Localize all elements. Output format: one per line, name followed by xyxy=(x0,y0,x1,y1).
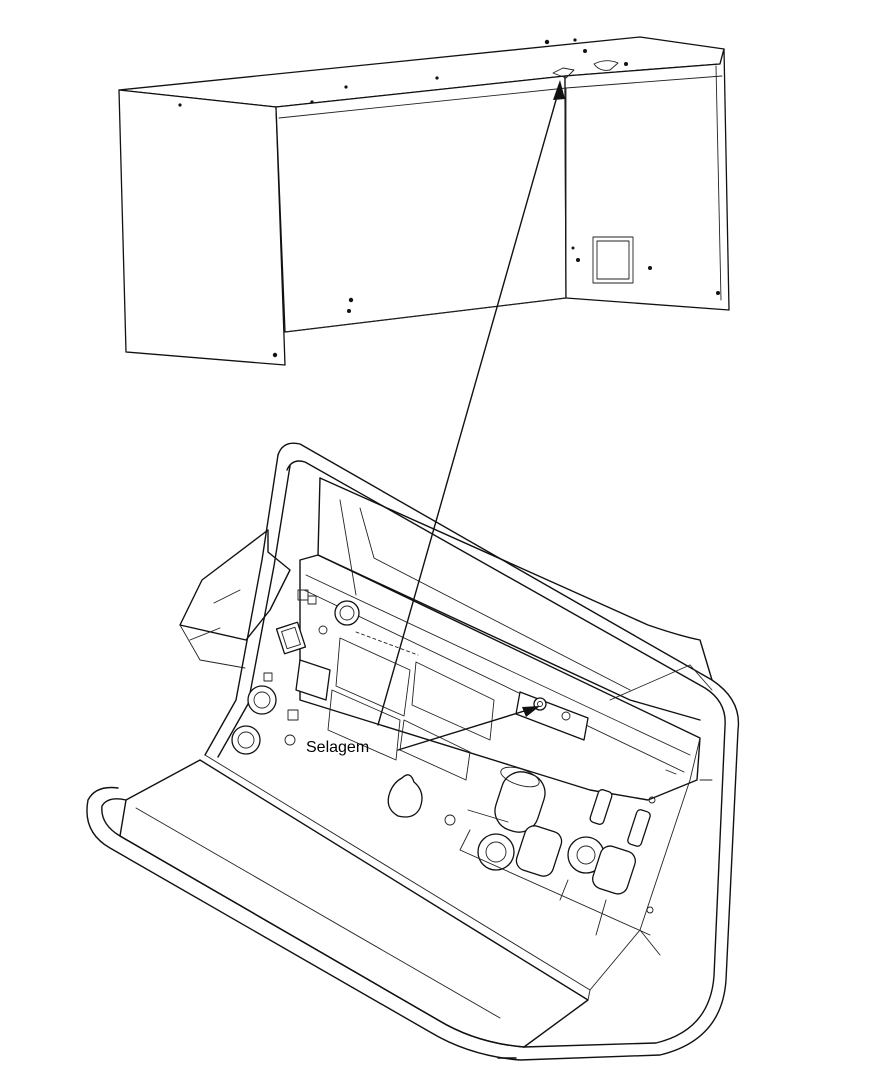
control-panel xyxy=(299,554,701,801)
side-housing xyxy=(179,529,291,641)
base-tray xyxy=(119,759,589,1048)
cover-front-panel xyxy=(275,75,567,333)
machine-body xyxy=(86,442,740,1061)
display-window xyxy=(335,637,411,717)
arrow-to-seal xyxy=(397,707,535,751)
top-cover xyxy=(118,36,730,366)
cover-right-panel xyxy=(564,48,730,311)
valve-assembly xyxy=(444,766,651,936)
cover-left-panel xyxy=(118,89,286,366)
bottle-shape xyxy=(387,774,423,818)
arrow-to-cover xyxy=(377,85,561,726)
back-lid xyxy=(319,477,713,681)
callout-arrows xyxy=(377,80,565,1059)
callout-label-selagem: Selagem xyxy=(306,739,370,756)
